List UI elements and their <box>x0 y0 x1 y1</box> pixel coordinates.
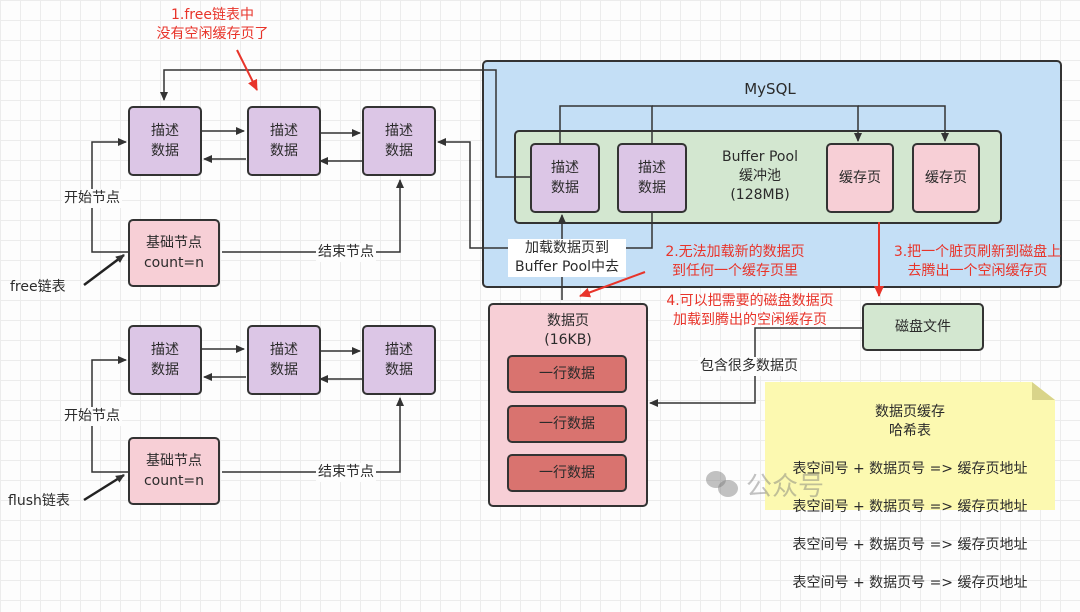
flush-list-base-node[interactable]: 基础节点 count=n <box>128 437 220 505</box>
wechat-icon <box>706 470 740 499</box>
hash-entry: 表空间号 + 数据页号 => 缓存页地址 <box>792 575 1028 591</box>
annotation-step1: 1.free链表中 没有空闲缓存页了 <box>156 7 269 42</box>
hash-table-title: 数据页缓存 哈希表 <box>875 404 945 439</box>
buffer-pool-label: Buffer Pool 缓冲池 (128MB) <box>722 149 798 203</box>
free-list-node[interactable]: 描述 数据 <box>128 106 202 176</box>
free-list-end-label: 结束节点 <box>316 243 376 262</box>
flush-list-start-label: 开始节点 <box>62 407 122 426</box>
mysql-title: MySQL <box>744 80 796 98</box>
hash-table-note <box>765 382 1055 510</box>
free-list-base-node[interactable]: 基础节点 count=n <box>128 219 220 287</box>
flush-list-node[interactable]: 描述 数据 <box>362 325 436 395</box>
flush-list-node[interactable]: 描述 数据 <box>247 325 321 395</box>
watermark-text: 公众号 <box>746 472 825 502</box>
data-row[interactable]: 一行数据 <box>507 405 627 443</box>
hash-entry: 表空间号 + 数据页号 => 缓存页地址 <box>792 461 1028 477</box>
cache-page[interactable]: 缓存页 <box>826 143 894 213</box>
annotation-step4: 4.可以把需要的磁盘数据页 加载到腾出的空闲缓存页 <box>666 293 834 328</box>
disk-contains-label: 包含很多数据页 <box>698 357 800 376</box>
data-row[interactable]: 一行数据 <box>507 355 627 393</box>
disk-file[interactable]: 磁盘文件 <box>862 303 984 351</box>
free-list-node[interactable]: 描述 数据 <box>362 106 436 176</box>
data-row[interactable]: 一行数据 <box>507 454 627 492</box>
hash-entry: 表空间号 + 数据页号 => 缓存页地址 <box>792 537 1028 553</box>
buffer-pool-descriptor[interactable]: 描述 数据 <box>530 143 600 213</box>
hash-entry: 表空间号 + 数据页号 => 缓存页地址 <box>792 499 1028 515</box>
buffer-pool-descriptor[interactable]: 描述 数据 <box>617 143 687 213</box>
annotation-step3: 3.把一个脏页刷新到磁盘上 去腾出一个空闲缓存页 <box>893 244 1062 279</box>
free-list-start-label: 开始节点 <box>62 189 122 208</box>
free-list-label: free链表 <box>10 279 66 295</box>
load-data-page-label: 加载数据页到 Buffer Pool中去 <box>508 239 626 277</box>
free-list-node[interactable]: 描述 数据 <box>247 106 321 176</box>
annotation-step2: 2.无法加载新的数据页 到任何一个缓存页里 <box>665 244 805 279</box>
flush-list-label: flush链表 <box>8 493 70 509</box>
watermark: 公众号 <box>706 466 824 503</box>
flush-list-end-label: 结束节点 <box>316 463 376 482</box>
flush-list-node[interactable]: 描述 数据 <box>128 325 202 395</box>
data-page-title: 数据页 (16KB) <box>544 313 592 348</box>
cache-page[interactable]: 缓存页 <box>912 143 980 213</box>
